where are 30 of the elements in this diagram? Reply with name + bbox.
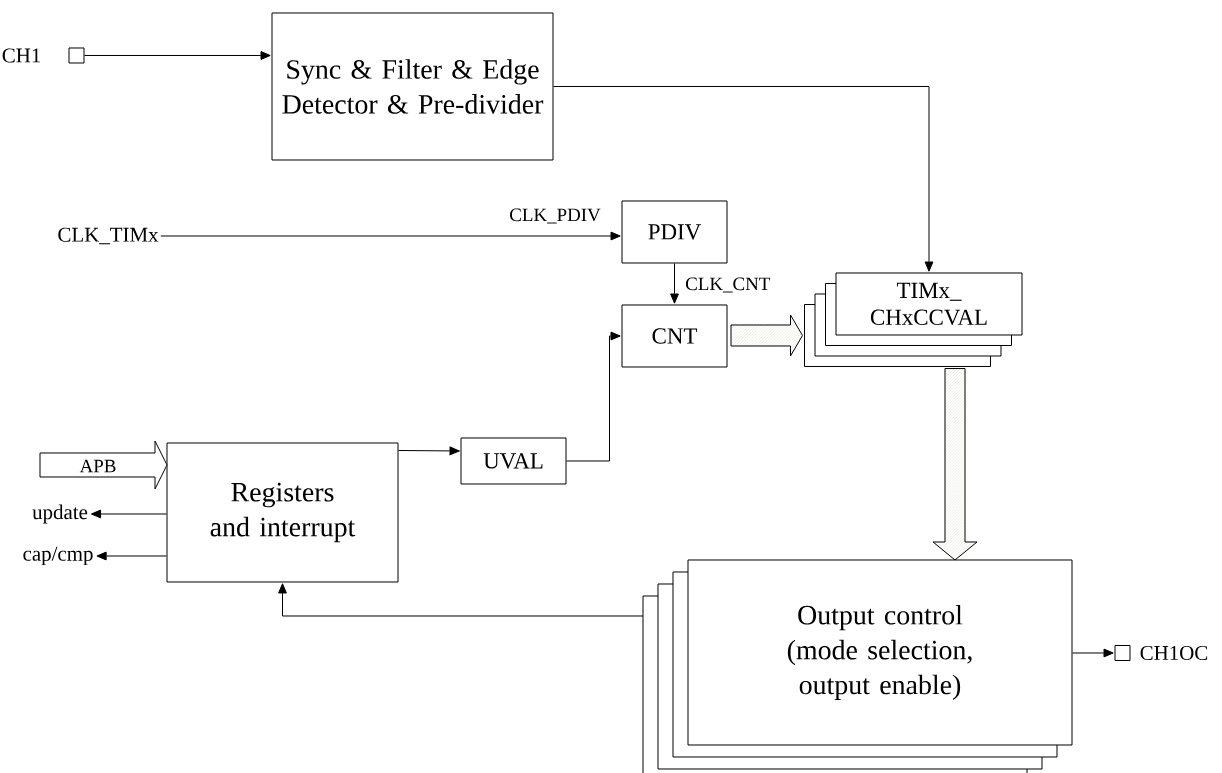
arrow [278,583,644,617]
arrow [566,331,621,462]
signal-label: CLK_TIMx [58,227,159,245]
arrow [90,509,167,519]
bus-arrow [730,314,803,357]
signal-label: cap/cmp [23,546,93,566]
edge-label: CLK_PDIV [510,208,601,224]
pin-label: CH1OC [1140,645,1208,660]
output-stack: Output control (mode selection, output enable) [642,559,1073,773]
arrow [96,551,167,561]
signal-label: update [32,504,88,524]
pin-square [68,47,85,64]
arrow [160,231,621,241]
process-box: Registers and interrupt [166,442,399,583]
arrow [670,263,679,304]
process-box: PDIV [621,200,728,264]
arrow [398,446,460,456]
arrow [1072,648,1114,658]
process-box: UVAL [460,437,567,485]
process-box: CNT [621,304,728,368]
arrow [84,51,271,60]
process-box: Sync & Filter & Edge Detector & Pre-divider [271,12,554,161]
edge-label: APB [79,459,116,473]
register-stack: TIMx_ CHxCCVAL [804,272,1023,367]
pin-label: CH1 [2,48,41,63]
pin-square [1114,645,1131,661]
arrow [553,86,934,272]
edge-label: CLK_CNT [686,277,771,293]
bus-arrow [39,440,168,490]
bus-arrow [932,368,978,561]
